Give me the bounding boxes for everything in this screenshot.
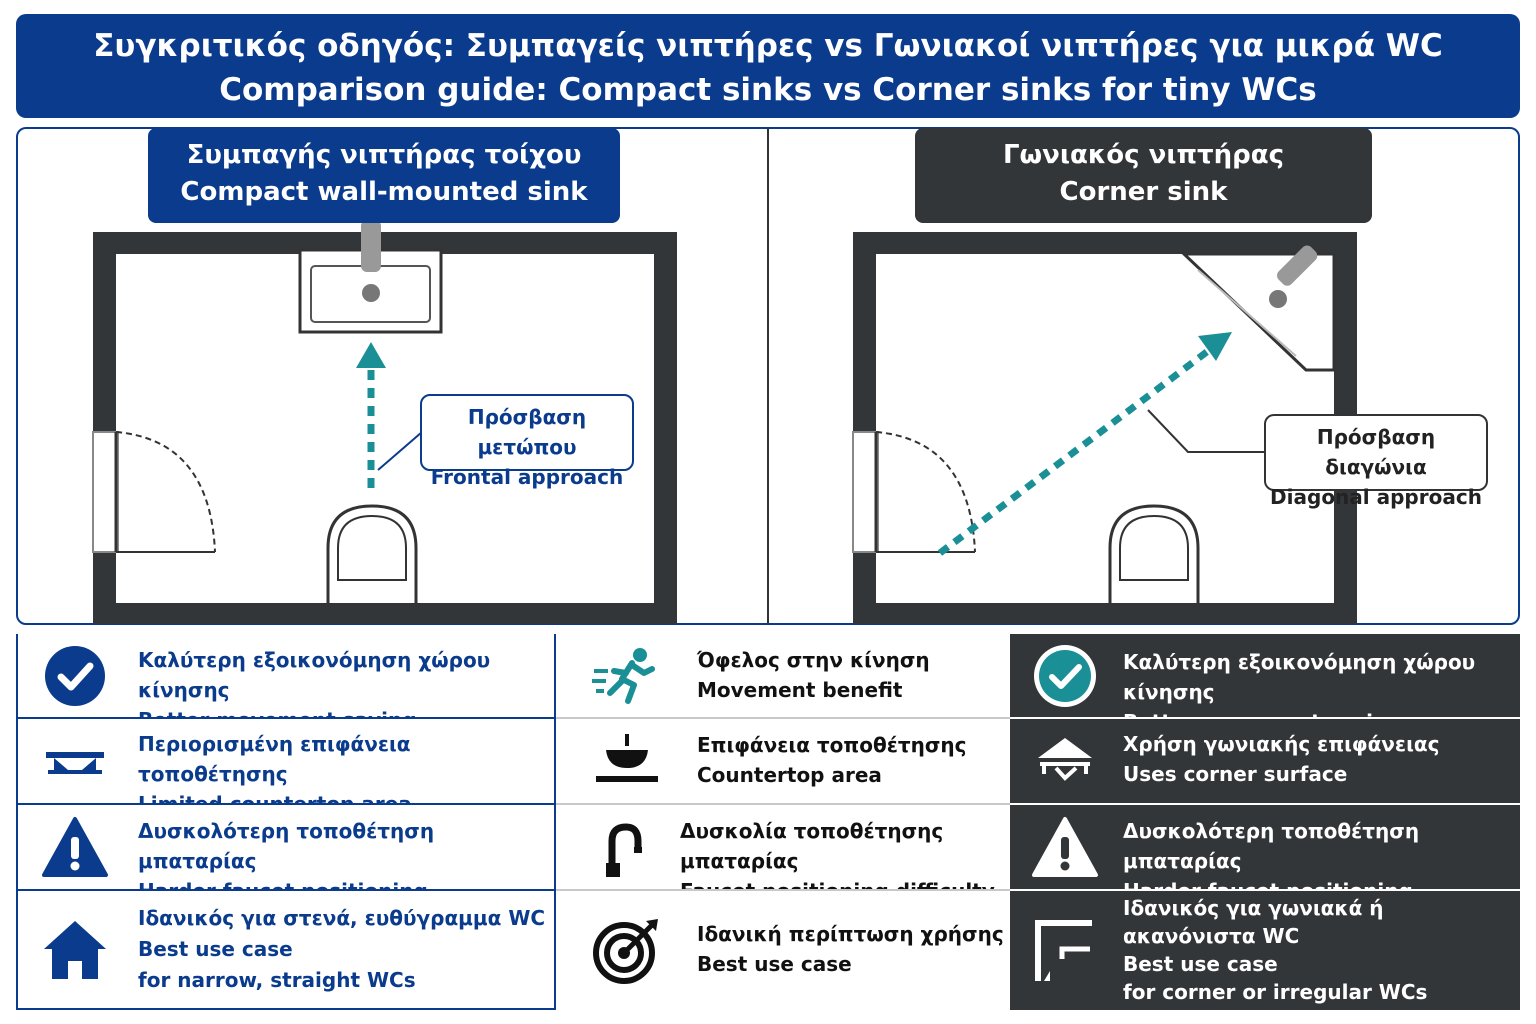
check-circle-icon bbox=[45, 646, 105, 706]
compact-heading-greek: Συμπαγής νιπτήρας τοίχου bbox=[186, 140, 582, 170]
warning-icon bbox=[1032, 817, 1098, 877]
row2-corner-text: Χρήση γωνιακής επιφάνειας Uses corner su… bbox=[1123, 729, 1439, 789]
row3-corner-cell: Δυσκολότερη τοποθέτηση μπαταρίας Harder … bbox=[1010, 805, 1520, 903]
diagonal-callout-english: Diagonal approach bbox=[1270, 485, 1482, 509]
text-line: Countertop area bbox=[697, 763, 882, 787]
diagonal-approach-callout: Πρόσβαση διαγώνια Diagonal approach bbox=[1264, 414, 1488, 509]
panel-divider bbox=[767, 128, 769, 624]
corner-shelf-icon bbox=[1038, 738, 1092, 781]
target-icon bbox=[593, 919, 658, 984]
row4-criterion-cell: Ιδανική περίπτωση χρήσης Best use case bbox=[556, 891, 1010, 1010]
text-line: Περιορισμένη επιφάνεια τοποθέτησης bbox=[138, 732, 411, 786]
text-line: Δυσκολότερη τοποθέτηση μπαταρίας bbox=[138, 819, 435, 873]
door-right bbox=[852, 431, 976, 553]
door-left bbox=[92, 431, 216, 553]
text-line: Επιφάνεια τοποθέτησης bbox=[697, 733, 967, 757]
row1-corner-cell: Καλύτερη εξοικονόμηση χώρου κίνησης Bett… bbox=[1010, 634, 1520, 734]
text-line: Ιδανικός για γωνιακά ή bbox=[1123, 896, 1384, 920]
corner-room-plan bbox=[852, 232, 1357, 624]
row2-criterion-cell: Επιφάνεια τοποθέτησης Countertop area bbox=[556, 719, 1010, 803]
text-line: Όφελος στην κίνηση bbox=[697, 648, 930, 672]
text-line: Best use case bbox=[138, 937, 293, 961]
compact-sink-heading: Συμπαγής νιπτήρας τοίχου Compact wall-mo… bbox=[148, 128, 620, 223]
row1-criterion-cell: Όφελος στην κίνηση Movement benefit bbox=[556, 634, 1010, 718]
corner-sink-heading: Γωνιακός νιπτήρας Corner sink bbox=[915, 128, 1372, 223]
warning-icon bbox=[42, 817, 108, 877]
text-line: Δυσκολότερη τοποθέτηση μπαταρίας bbox=[1123, 819, 1420, 873]
frontal-approach-callout: Πρόσβαση μετώπου Frontal approach bbox=[420, 394, 634, 489]
row2-compact-cell: Περιορισμένη επιφάνεια τοποθέτησης Limit… bbox=[16, 719, 556, 816]
vessel-sink-icon bbox=[596, 734, 658, 782]
corner-heading-greek: Γωνιακός νιπτήρας bbox=[1002, 140, 1285, 170]
text-line: for corner or irregular WCs bbox=[1123, 980, 1428, 1004]
row4-compact-text: Ιδανικός για στενά, ευθύγραμμα WC Best u… bbox=[138, 903, 545, 996]
text-line: Movement benefit bbox=[697, 678, 903, 702]
toilet-right bbox=[1108, 504, 1200, 603]
text-line: Ιδανικός για στενά, ευθύγραμμα WC bbox=[138, 906, 546, 930]
text-line: Καλύτερη εξοικονόμηση χώρου κίνησης bbox=[138, 648, 491, 702]
row1-criterion-text: Όφελος στην κίνηση Movement benefit bbox=[697, 645, 930, 705]
title-banner: Συγκριτικός οδηγός: Συμπαγείς νιπτήρες v… bbox=[16, 14, 1520, 118]
compact-sink-shape bbox=[298, 220, 443, 334]
floor-plan-drawing bbox=[92, 220, 1357, 624]
faucet-icon bbox=[606, 823, 642, 877]
corner-heading-english: Corner sink bbox=[1059, 177, 1228, 207]
corner-room-icon bbox=[1035, 920, 1092, 981]
text-line: Δυσκολία τοποθέτησης μπαταρίας bbox=[680, 819, 944, 873]
diagonal-approach-arrow bbox=[937, 332, 1232, 556]
row4-compact-cell: Ιδανικός για στενά, ευθύγραμμα WC Best u… bbox=[16, 891, 556, 1010]
title-english: Comparison guide: Compact sinks vs Corne… bbox=[219, 72, 1317, 108]
frontal-callout-english: Frontal approach bbox=[430, 465, 624, 489]
text-line: Uses corner surface bbox=[1123, 762, 1348, 786]
diagonal-callout-greek: Πρόσβαση διαγώνια bbox=[1316, 425, 1436, 479]
text-line: Best use case bbox=[697, 952, 852, 976]
text-line: Best use case bbox=[1123, 952, 1278, 976]
compact-heading-english: Compact wall-mounted sink bbox=[180, 177, 588, 207]
house-icon bbox=[44, 921, 106, 979]
row1-compact-cell: Καλύτερη εξοικονόμηση χώρου κίνησης Bett… bbox=[16, 634, 556, 732]
corner-sink-shape bbox=[1180, 245, 1336, 372]
wall-shelf-icon bbox=[46, 752, 104, 774]
comparison-table: Καλύτερη εξοικονόμηση χώρου κίνησης Bett… bbox=[16, 634, 1520, 1010]
toilet-left bbox=[326, 504, 418, 603]
row4-corner-cell: Ιδανικός για γωνιακά ή ακανόνιστα WC Bes… bbox=[1010, 891, 1520, 1010]
check-circle-icon bbox=[1034, 645, 1096, 707]
row3-compact-cell: Δυσκολότερη τοποθέτηση μπαταρίας Harder … bbox=[16, 805, 556, 903]
frontal-approach-arrow bbox=[356, 342, 386, 488]
text-line: Καλύτερη εξοικονόμηση χώρου κίνησης bbox=[1123, 650, 1476, 704]
text-line: Ιδανική περίπτωση χρήσης bbox=[697, 922, 1004, 946]
running-person-icon bbox=[592, 648, 655, 704]
text-line: ακανόνιστα WC bbox=[1123, 924, 1300, 948]
title-greek: Συγκριτικός οδηγός: Συμπαγείς νιπτήρες v… bbox=[93, 28, 1443, 64]
row2-criterion-text: Επιφάνεια τοποθέτησης Countertop area bbox=[697, 730, 967, 790]
compact-room-plan bbox=[92, 220, 677, 624]
row4-criterion-text: Ιδανική περίπτωση χρήσης Best use case bbox=[697, 919, 1004, 979]
row2-corner-cell: Χρήση γωνιακής επιφάνειας Uses corner su… bbox=[1010, 719, 1520, 803]
frontal-callout-greek: Πρόσβαση μετώπου bbox=[467, 405, 587, 459]
row3-criterion-cell: Δυσκολία τοποθέτησης μπαταρίας Faucet po… bbox=[556, 805, 1010, 903]
text-line: Χρήση γωνιακής επιφάνειας bbox=[1123, 732, 1440, 756]
row4-corner-text: Ιδανικός για γωνιακά ή ακανόνιστα WC Bes… bbox=[1123, 894, 1427, 1006]
text-line: for narrow, straight WCs bbox=[138, 968, 416, 992]
